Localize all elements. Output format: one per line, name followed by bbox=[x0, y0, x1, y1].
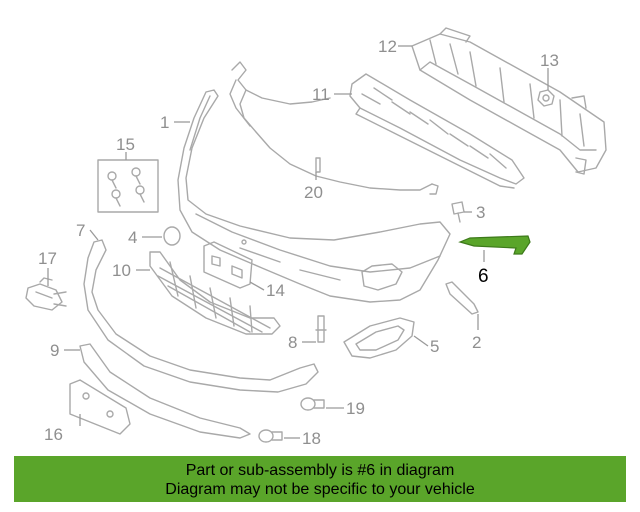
callout-8: 8 bbox=[288, 333, 297, 352]
part-17-sensor-bracket bbox=[25, 277, 67, 311]
info-banner: Part or sub-assembly is #6 in diagram Di… bbox=[14, 456, 626, 502]
part-19-sensor bbox=[300, 397, 325, 411]
part-12-reinforcement-beam bbox=[411, 27, 607, 175]
callout-2: 2 bbox=[472, 333, 481, 352]
callout-20: 20 bbox=[304, 183, 323, 202]
exploded-view-diagram: 12 11 13 1 15 20 3 4 6 7 10 14 17 8 5 2 … bbox=[25, 27, 607, 448]
part-10-grille bbox=[149, 251, 281, 335]
callout-13: 13 bbox=[540, 51, 559, 70]
part-5-fog-bezel bbox=[343, 317, 415, 359]
part-14-license-bracket bbox=[203, 241, 253, 289]
callout-17: 17 bbox=[38, 249, 57, 268]
callout-9: 9 bbox=[50, 341, 59, 360]
part-6-bracket-highlighted bbox=[458, 235, 531, 255]
part-8-clip bbox=[315, 315, 327, 343]
part-20-clip bbox=[315, 157, 321, 173]
part-4-grommet bbox=[163, 226, 181, 246]
part-15-screws bbox=[97, 159, 159, 213]
part-7-lower-valance bbox=[83, 239, 319, 393]
callout-4: 4 bbox=[128, 228, 137, 247]
part-16-bracket-plate bbox=[69, 379, 131, 435]
callout-12: 12 bbox=[378, 37, 397, 56]
part-1-bumper-cover bbox=[177, 89, 451, 303]
callout-16: 16 bbox=[44, 425, 63, 444]
wiring-harness bbox=[229, 61, 439, 195]
callout-6-highlighted: 6 bbox=[478, 266, 489, 287]
part-11-energy-absorber bbox=[349, 73, 525, 189]
callout-10: 10 bbox=[112, 261, 131, 280]
part-3-bolt bbox=[451, 201, 465, 223]
callout-3: 3 bbox=[476, 203, 485, 222]
banner-line-part: Part or sub-assembly is #6 in diagram bbox=[185, 462, 455, 479]
callout-labels: 12 11 13 1 15 20 3 4 6 7 10 14 17 8 5 2 … bbox=[38, 37, 559, 448]
callout-14: 14 bbox=[266, 281, 285, 300]
part-13-nut bbox=[537, 89, 555, 107]
callout-1: 1 bbox=[160, 113, 169, 132]
callout-15: 15 bbox=[116, 135, 135, 154]
leader-lines bbox=[47, 45, 549, 439]
callout-11: 11 bbox=[312, 85, 330, 104]
callout-7: 7 bbox=[76, 221, 85, 240]
banner-line-disclaimer: Diagram may not be specific to your vehi… bbox=[165, 481, 475, 498]
part-2-trim-strip bbox=[445, 281, 479, 315]
callout-19: 19 bbox=[346, 399, 365, 418]
callout-18: 18 bbox=[302, 429, 321, 448]
part-18-sensor bbox=[258, 429, 283, 443]
part-9-lower-deflector bbox=[79, 343, 251, 439]
callout-5: 5 bbox=[430, 337, 439, 356]
